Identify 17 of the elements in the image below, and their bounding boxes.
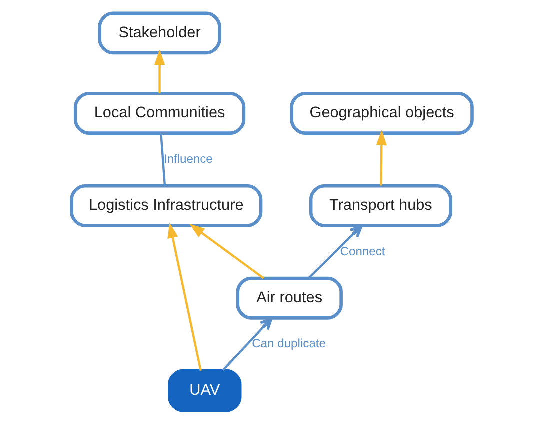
node-box: Transport hubs <box>309 184 452 227</box>
node-box: Logistics Infrastructure <box>70 184 263 227</box>
node-box: Air routes <box>236 276 343 320</box>
node-box: Geographical objects <box>290 92 474 134</box>
edge-label: Influence <box>164 151 213 166</box>
arrow <box>308 224 363 278</box>
arrow <box>154 49 166 93</box>
node-box: Stakeholder <box>98 11 222 54</box>
arrow <box>376 130 388 186</box>
edge-label: Connect <box>340 244 386 258</box>
arrow <box>222 316 274 371</box>
arrow <box>189 223 264 279</box>
connector <box>160 132 166 186</box>
arrow <box>168 222 202 371</box>
edge-label: Can duplicate <box>252 336 326 350</box>
node-box: Local Communities <box>74 92 246 134</box>
node-box: UAV <box>168 368 242 412</box>
